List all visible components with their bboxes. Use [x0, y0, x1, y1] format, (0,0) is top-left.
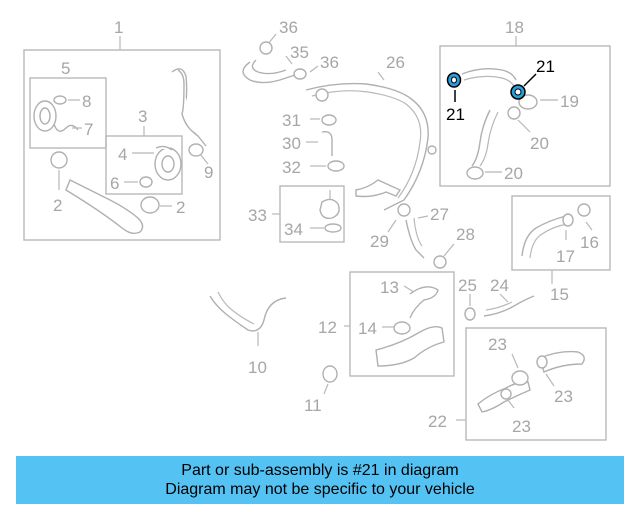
part-hose-upper	[461, 67, 517, 81]
callout-4: 4	[118, 145, 127, 164]
callout-13: 13	[380, 278, 399, 297]
callout-36b: 36	[320, 53, 339, 72]
callout-8: 8	[82, 92, 91, 111]
part-cap	[319, 198, 340, 220]
group-box-22	[465, 327, 607, 441]
callout-25: 24	[490, 276, 509, 295]
group-box-12	[349, 271, 455, 377]
part-pipe-27	[305, 82, 429, 211]
part-hose-25	[483, 295, 535, 317]
callout-14: 14	[358, 319, 377, 338]
callout-11: 11	[304, 396, 322, 415]
callout-32b: 32	[282, 158, 301, 177]
parts-diagram: 1 5 8 7 3 4 6 9 2 2 36 35 36 26	[23, 18, 611, 441]
banner-line-2: Diagram may not be specific to your vehi…	[165, 481, 475, 498]
callout-3: 3	[138, 107, 147, 126]
callout-27: 26	[386, 53, 405, 72]
callout-17: 17	[556, 247, 575, 266]
part-hose-23	[539, 350, 585, 373]
callout-19: 19	[560, 92, 579, 111]
part-hose-9	[171, 68, 207, 147]
callout-24: 23	[488, 335, 507, 354]
part-hose-lower	[471, 109, 491, 167]
callout-20a: 20	[530, 134, 549, 153]
part-hose-28	[405, 219, 425, 259]
callout-12: 12	[318, 318, 337, 337]
callout-21b: 21	[536, 57, 555, 76]
callout-6: 5	[61, 59, 70, 78]
part-hose-2	[65, 179, 144, 235]
callout-26: 25	[458, 276, 477, 295]
callout-29: 28	[456, 225, 475, 244]
callout-18: 18	[505, 18, 524, 37]
group-box-15	[511, 195, 611, 271]
part-connector-24	[511, 370, 529, 386]
callout-32a: 31	[282, 111, 301, 130]
callout-2b: 2	[176, 198, 185, 217]
callout-22: 22	[428, 412, 447, 431]
callout-31: 30	[282, 134, 301, 153]
callout-35: 35	[290, 43, 309, 62]
part-clip	[53, 123, 79, 132]
callout-21a: 21	[446, 105, 465, 124]
callout-15: 15	[550, 285, 569, 304]
callout-1: 1	[114, 18, 123, 37]
callout-23b: 23	[512, 417, 531, 436]
callout-5: 6	[110, 174, 119, 193]
part-hose-10	[209, 295, 287, 332]
callout-30: 29	[370, 232, 389, 251]
info-banner: Part or sub-assembly is #21 in diagram D…	[16, 456, 624, 504]
part-hose-31	[321, 130, 333, 156]
callout-23a: 23	[554, 387, 573, 406]
callout-20b: 20	[504, 164, 523, 183]
callout-33: 33	[248, 206, 267, 225]
part-housing-12	[375, 325, 445, 367]
group-box-18	[439, 45, 611, 187]
callout-28: 27	[430, 205, 449, 224]
leader-21b	[523, 73, 537, 87]
callout-9: 9	[204, 163, 213, 182]
callout-7: 7	[84, 120, 93, 139]
group-box-6	[29, 77, 107, 149]
banner-line-1: Part or sub-assembly is #21 in diagram	[181, 462, 459, 479]
callout-16: 16	[580, 233, 599, 252]
callout-10: 10	[248, 358, 267, 377]
callout-36a: 36	[279, 18, 298, 37]
group-box-1	[23, 49, 221, 241]
callout-34: 34	[284, 220, 303, 239]
callout-2a: 2	[53, 196, 62, 215]
part-hose-13	[409, 286, 439, 319]
